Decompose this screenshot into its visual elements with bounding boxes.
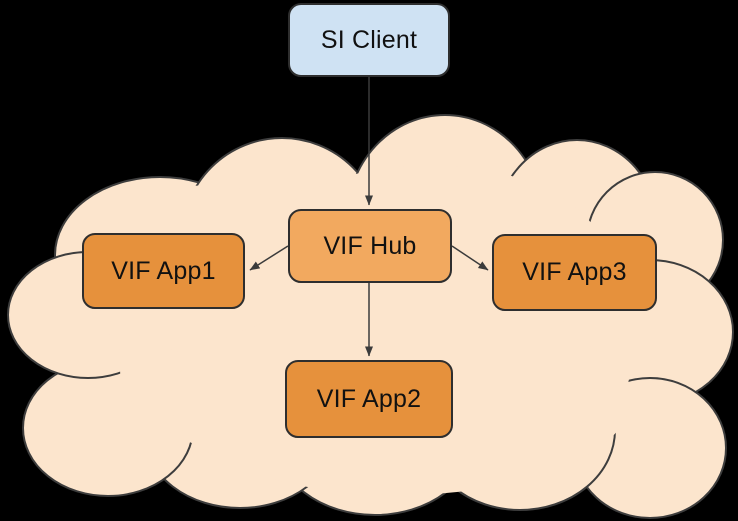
arrow-vif-hub-to-vif-app1: [249, 245, 289, 271]
node-vif-app1-label: VIF App1: [111, 256, 216, 285]
arrow-vif-hub-to-vif-app3: [451, 245, 489, 271]
node-vif-app2: VIF App2: [285, 360, 453, 438]
node-vif-hub: VIF Hub: [288, 209, 452, 283]
node-vif-app3: VIF App3: [492, 234, 657, 311]
node-si-client-label: SI Client: [320, 25, 418, 54]
edges: [249, 77, 489, 357]
node-vif-app2-label: VIF App2: [316, 384, 422, 413]
node-vif-app3-label: VIF App3: [522, 258, 627, 286]
node-vif-hub-label: VIF Hub: [323, 231, 417, 260]
node-vif-app1: VIF App1: [82, 233, 245, 309]
cloud-shape: [7, 114, 734, 519]
node-si-client: SI Client: [288, 3, 450, 77]
